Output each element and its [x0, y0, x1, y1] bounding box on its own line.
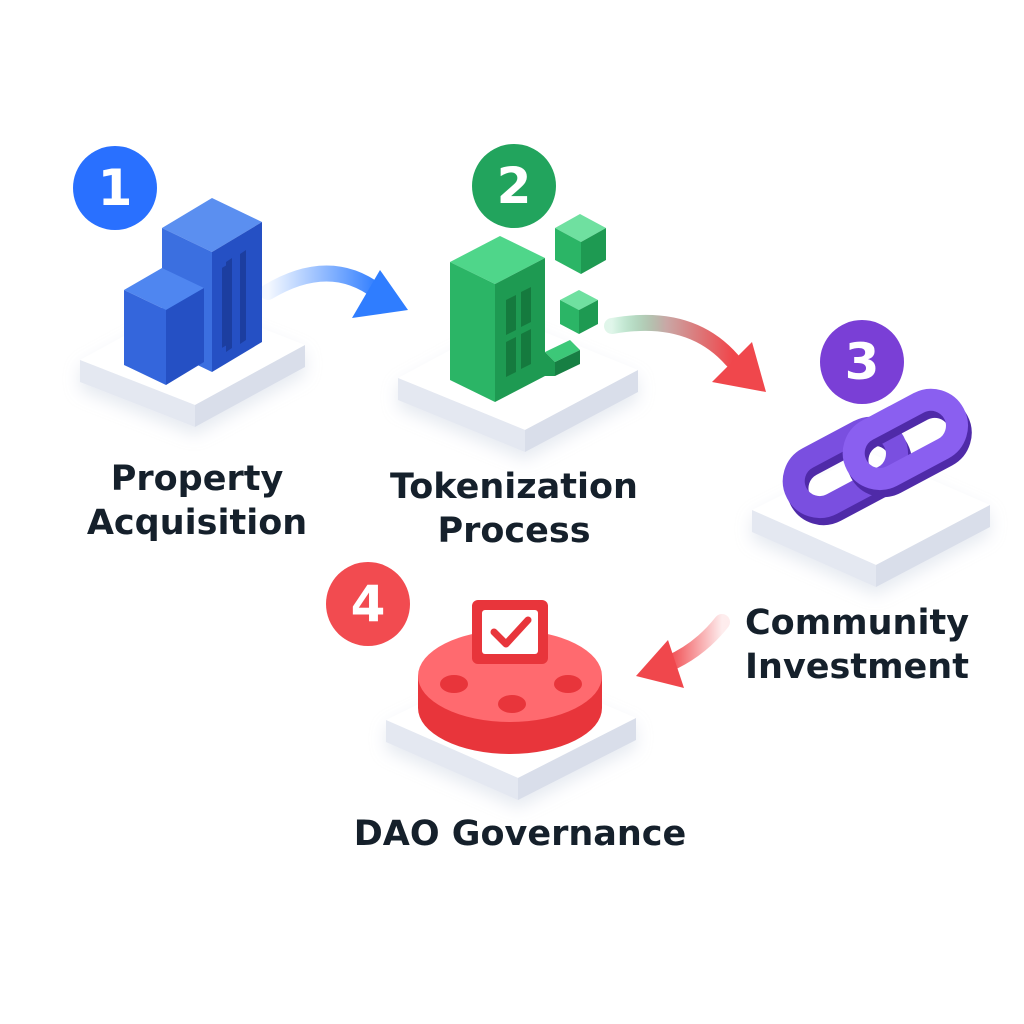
- step-3-group: 3 Community Investment: [745, 320, 990, 687]
- buildings-icon: [124, 198, 262, 385]
- step-3-label-line2: Investment: [745, 647, 969, 687]
- step-2-badge-circle: [472, 144, 556, 228]
- checkmark-icon: [490, 616, 532, 648]
- arrow-1-head: [352, 270, 408, 318]
- arrow-1-to-2: [260, 265, 408, 318]
- voting-table-icon: [418, 600, 602, 754]
- step-1-group: 1 Property Acquisition: [73, 146, 307, 543]
- platform-3: [752, 452, 990, 587]
- step-1-label: Property Acquisition: [87, 459, 307, 543]
- step-4-label: DAO Governance: [354, 814, 687, 854]
- arrow-3-head: [636, 640, 684, 688]
- step-1-badge: 1: [73, 146, 157, 230]
- arrow-3-to-4: [636, 614, 730, 688]
- step-3-label: Community Investment: [745, 603, 969, 687]
- arrow-2-head: [712, 342, 766, 392]
- step-2-number: 2: [497, 157, 532, 215]
- step-2-label: Tokenization Process: [390, 467, 638, 551]
- step-2-badge: 2: [472, 144, 556, 228]
- step-4-group: 4 DAO Governance: [326, 562, 686, 854]
- step-4-badge-circle: [326, 562, 410, 646]
- step-3-label-line1: Community: [745, 603, 969, 643]
- step-1-label-line1: Property: [111, 459, 284, 499]
- step-4-label-line1: DAO Governance: [354, 814, 687, 854]
- step-2-group: 2 Tokenization Process: [390, 144, 638, 551]
- step-2-label-line2: Process: [437, 511, 590, 551]
- step-4-number: 4: [351, 575, 386, 633]
- tokenized-building-icon: [450, 214, 606, 402]
- chain-link-icon: [782, 388, 972, 526]
- step-3-number: 3: [845, 333, 880, 391]
- step-1-number: 1: [98, 159, 133, 217]
- step-3-badge: 3: [820, 320, 904, 404]
- step-1-badge-circle: [73, 146, 157, 230]
- step-2-label-line1: Tokenization: [390, 467, 638, 507]
- step-3-badge-circle: [820, 320, 904, 404]
- step-4-badge: 4: [326, 562, 410, 646]
- arrow-2-to-3: [604, 314, 766, 392]
- step-1-label-line2: Acquisition: [87, 503, 307, 543]
